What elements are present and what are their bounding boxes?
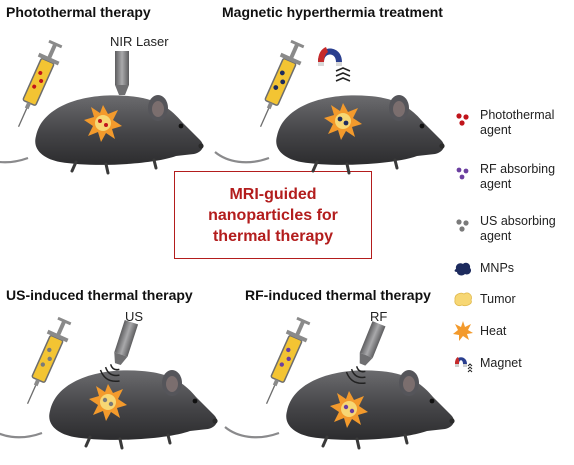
device-label-us: US: [125, 309, 144, 324]
legend-label-tumor: Tumor: [480, 292, 516, 306]
panel-title-magnetic: Magnetic hyperthermia treatment: [222, 4, 443, 20]
legend-label-us-2: agent: [480, 229, 512, 243]
photothermal-agent-icon: [456, 113, 469, 126]
magnet-field-lines: [335, 67, 351, 82]
legend-item-magnet: Magnet: [452, 352, 570, 376]
magnet-device: [318, 47, 342, 66]
tumor-icon: [454, 292, 472, 307]
mouse-magnetic: [213, 93, 447, 175]
legend-item-photothermal: Photothermal agent: [452, 108, 570, 144]
syringe-magnetic: [249, 37, 309, 132]
legend-item-mnps: MNPs: [452, 258, 570, 282]
legend-label-magnet: Magnet: [480, 356, 522, 370]
legend-label-photothermal-1: Photothermal: [480, 108, 555, 122]
rf-probe: [356, 321, 386, 368]
legend-label-rf-2: agent: [480, 177, 512, 191]
legend-label-us-1: US absorbing: [480, 214, 556, 228]
heat-tumor-rf: [330, 391, 368, 428]
device-label-rf: RF: [370, 309, 388, 324]
legend-label-heat: Heat: [480, 324, 507, 338]
nir-laser-probe: [115, 51, 129, 95]
panel-title-rf: RF-induced thermal therapy: [245, 287, 431, 303]
us-agent-icon: [456, 219, 469, 232]
us-probe: [111, 320, 139, 367]
legend-item-rf: RF absorbing agent: [452, 162, 570, 198]
legend-item-tumor: Tumor: [452, 288, 570, 312]
legend-item-heat: Heat: [452, 320, 570, 344]
heat-icon: [453, 321, 473, 341]
center-title-line3: thermal therapy: [212, 227, 334, 245]
rf-agent-icon: [456, 167, 469, 180]
syringe-us: [16, 314, 76, 409]
legend-item-us: US absorbing agent: [452, 214, 570, 250]
mnps-icon: [454, 262, 472, 276]
legend-label-rf-1: RF absorbing: [480, 162, 556, 176]
heat-tumor-us: [89, 384, 127, 421]
panel-title-us: US-induced thermal therapy: [6, 287, 193, 303]
device-label-nir: NIR Laser: [110, 34, 169, 49]
panel-title-photothermal: Photothermal therapy: [6, 4, 151, 20]
heat-tumor-magnetic: [324, 103, 362, 140]
center-title-line1: MRI-guided: [229, 185, 317, 203]
legend-label-photothermal-2: agent: [480, 123, 512, 137]
magnet-icon: [455, 357, 473, 373]
center-title-box: MRI-guided nanoparticles for thermal the…: [174, 171, 372, 259]
legend-label-mnps: MNPs: [480, 261, 515, 275]
center-title-line2: nanoparticles for: [208, 206, 338, 224]
syringe-rf: [255, 314, 315, 409]
heat-tumor-photothermal: [84, 105, 122, 142]
syringe-photothermal: [7, 37, 67, 132]
